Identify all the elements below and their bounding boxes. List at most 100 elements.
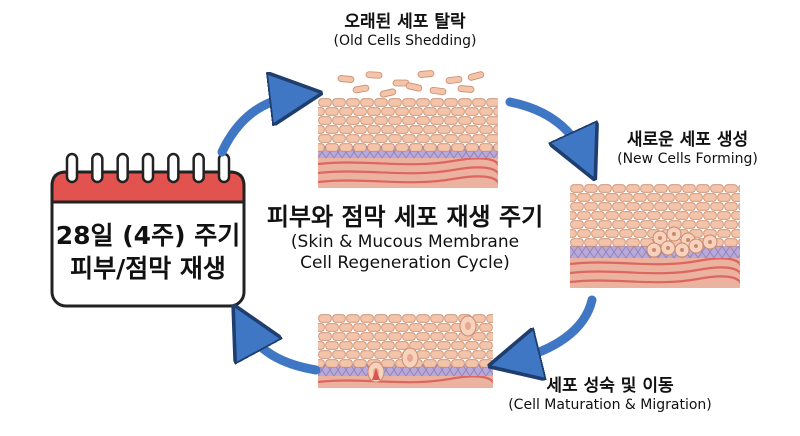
epithelial-cell: [395, 143, 409, 152]
epithelial-cell: [472, 116, 486, 125]
blood-vessel: [570, 257, 740, 266]
blood-vessel: [570, 275, 740, 284]
epithelial-cell: [661, 193, 675, 202]
epithelial-cell: [584, 238, 598, 247]
epithelial-cell: [339, 143, 353, 152]
epithelial-cell: [332, 314, 346, 323]
stage-3-label: 세포 성숙 및 이동 (Cell Maturation & Migration): [490, 376, 730, 415]
shedding-cell: [337, 75, 355, 83]
epithelial-cell: [738, 202, 740, 211]
calendar-icon: 28일 (4주) 주기 피부/점막 재생: [48, 150, 248, 310]
epithelial-cell: [619, 229, 633, 238]
epithelial-cell: [472, 98, 486, 107]
dermis-layer: [318, 374, 493, 388]
epithelial-cell: [353, 107, 367, 116]
epithelial-cell: [437, 341, 451, 350]
epithelial-cell: [486, 116, 498, 125]
epithelial-cell: [388, 116, 402, 125]
epithelial-cell: [332, 98, 346, 107]
epithelial-cell: [647, 193, 661, 202]
epithelial-cell: [612, 238, 626, 247]
shedding-cell: [429, 86, 447, 96]
epithelial-cell: [437, 359, 451, 368]
epithelial-cell: [395, 107, 409, 116]
epithelial-cell: [374, 350, 388, 359]
epithelial-cell: [710, 202, 724, 211]
epithelial-cell: [703, 211, 717, 220]
epithelial-cell: [654, 220, 668, 229]
epithelial-cell: [332, 116, 346, 125]
epithelial-cell: [724, 184, 738, 193]
epithelial-cell: [346, 116, 360, 125]
epithelial-cell: [612, 184, 626, 193]
shedding-cell: [379, 88, 397, 98]
epithelial-cell: [605, 229, 619, 238]
epithelial-cell: [689, 193, 703, 202]
epithelial-cell: [696, 220, 710, 229]
epithelial-cell: [465, 359, 479, 368]
epithelial-cell: [381, 125, 395, 134]
epithelial-cell: [416, 314, 430, 323]
arrow-calendar-to-shedding: [217, 96, 296, 157]
epithelial-cell: [570, 202, 584, 211]
diagram-subtitle-1: (Skin & Mucous Membrane: [290, 232, 520, 252]
epithelial-cell: [577, 211, 591, 220]
epithelial-cell: [409, 107, 423, 116]
calendar-graphic: [50, 152, 246, 308]
epithelial-cell: [444, 350, 458, 359]
stage-2-subtitle: (New Cells Forming): [617, 151, 758, 168]
epithelial-cell: [724, 238, 738, 247]
epithelial-cell: [731, 193, 740, 202]
epithelial-cell: [402, 116, 416, 125]
epithelial-cell: [388, 350, 402, 359]
epithelial-cell: [668, 202, 682, 211]
epithelial-cell: [451, 359, 465, 368]
arrow-new-to-migration: [514, 295, 597, 360]
epithelial-cell: [318, 143, 325, 152]
epithelial-cell: [633, 211, 647, 220]
epithelial-cell: [570, 193, 577, 202]
stage-3-subtitle: (Cell Maturation & Migration): [508, 397, 712, 414]
epithelial-cell: [325, 143, 339, 152]
epithelial-cell: [444, 98, 458, 107]
epithelial-cell: [479, 125, 493, 134]
epithelial-cell: [395, 323, 409, 332]
epithelial-cell: [738, 184, 740, 193]
epithelial-cell: [367, 143, 381, 152]
epithelial-cell: [318, 125, 325, 134]
epithelial-cell: [360, 98, 374, 107]
calendar-ring: [91, 152, 104, 184]
shedding-cell: [417, 70, 435, 78]
epithelial-cell: [381, 323, 395, 332]
epithelial-cell: [416, 332, 430, 341]
epithelial-cell: [584, 220, 598, 229]
epithelial-cell: [423, 341, 437, 350]
epithelial-cell: [465, 341, 479, 350]
epithelial-cell: [402, 98, 416, 107]
epithelial-cell: [675, 193, 689, 202]
stage-1-title: 오래된 세포 탈락: [344, 12, 466, 32]
epithelial-cell: [353, 323, 367, 332]
calendar-ring: [167, 152, 180, 184]
epithelial-cell: [388, 98, 402, 107]
epithelial-cell: [346, 98, 360, 107]
stage-1-label: 오래된 세포 탈락 (Old Cells Shedding): [290, 12, 520, 51]
stage-3-title: 세포 성숙 및 이동: [546, 376, 674, 396]
epithelial-cell: [626, 238, 640, 247]
epithelial-cell: [647, 211, 661, 220]
epithelial-cell: [717, 211, 731, 220]
epithelial-cell: [325, 323, 339, 332]
epithelial-cell: [423, 143, 437, 152]
epithelial-cell: [451, 341, 465, 350]
tissue-shedding-illustration: [318, 70, 498, 188]
epithelial-cell: [605, 193, 619, 202]
epithelial-cell: [346, 134, 360, 143]
epithelial-cell: [353, 341, 367, 350]
epithelial-cell: [374, 134, 388, 143]
shedding-cell: [365, 71, 383, 79]
epithelial-cell: [465, 143, 479, 152]
epithelial-cell: [430, 98, 444, 107]
epithelial-cell: [710, 184, 724, 193]
epithelial-cell: [570, 211, 577, 220]
epithelial-cell: [458, 116, 472, 125]
